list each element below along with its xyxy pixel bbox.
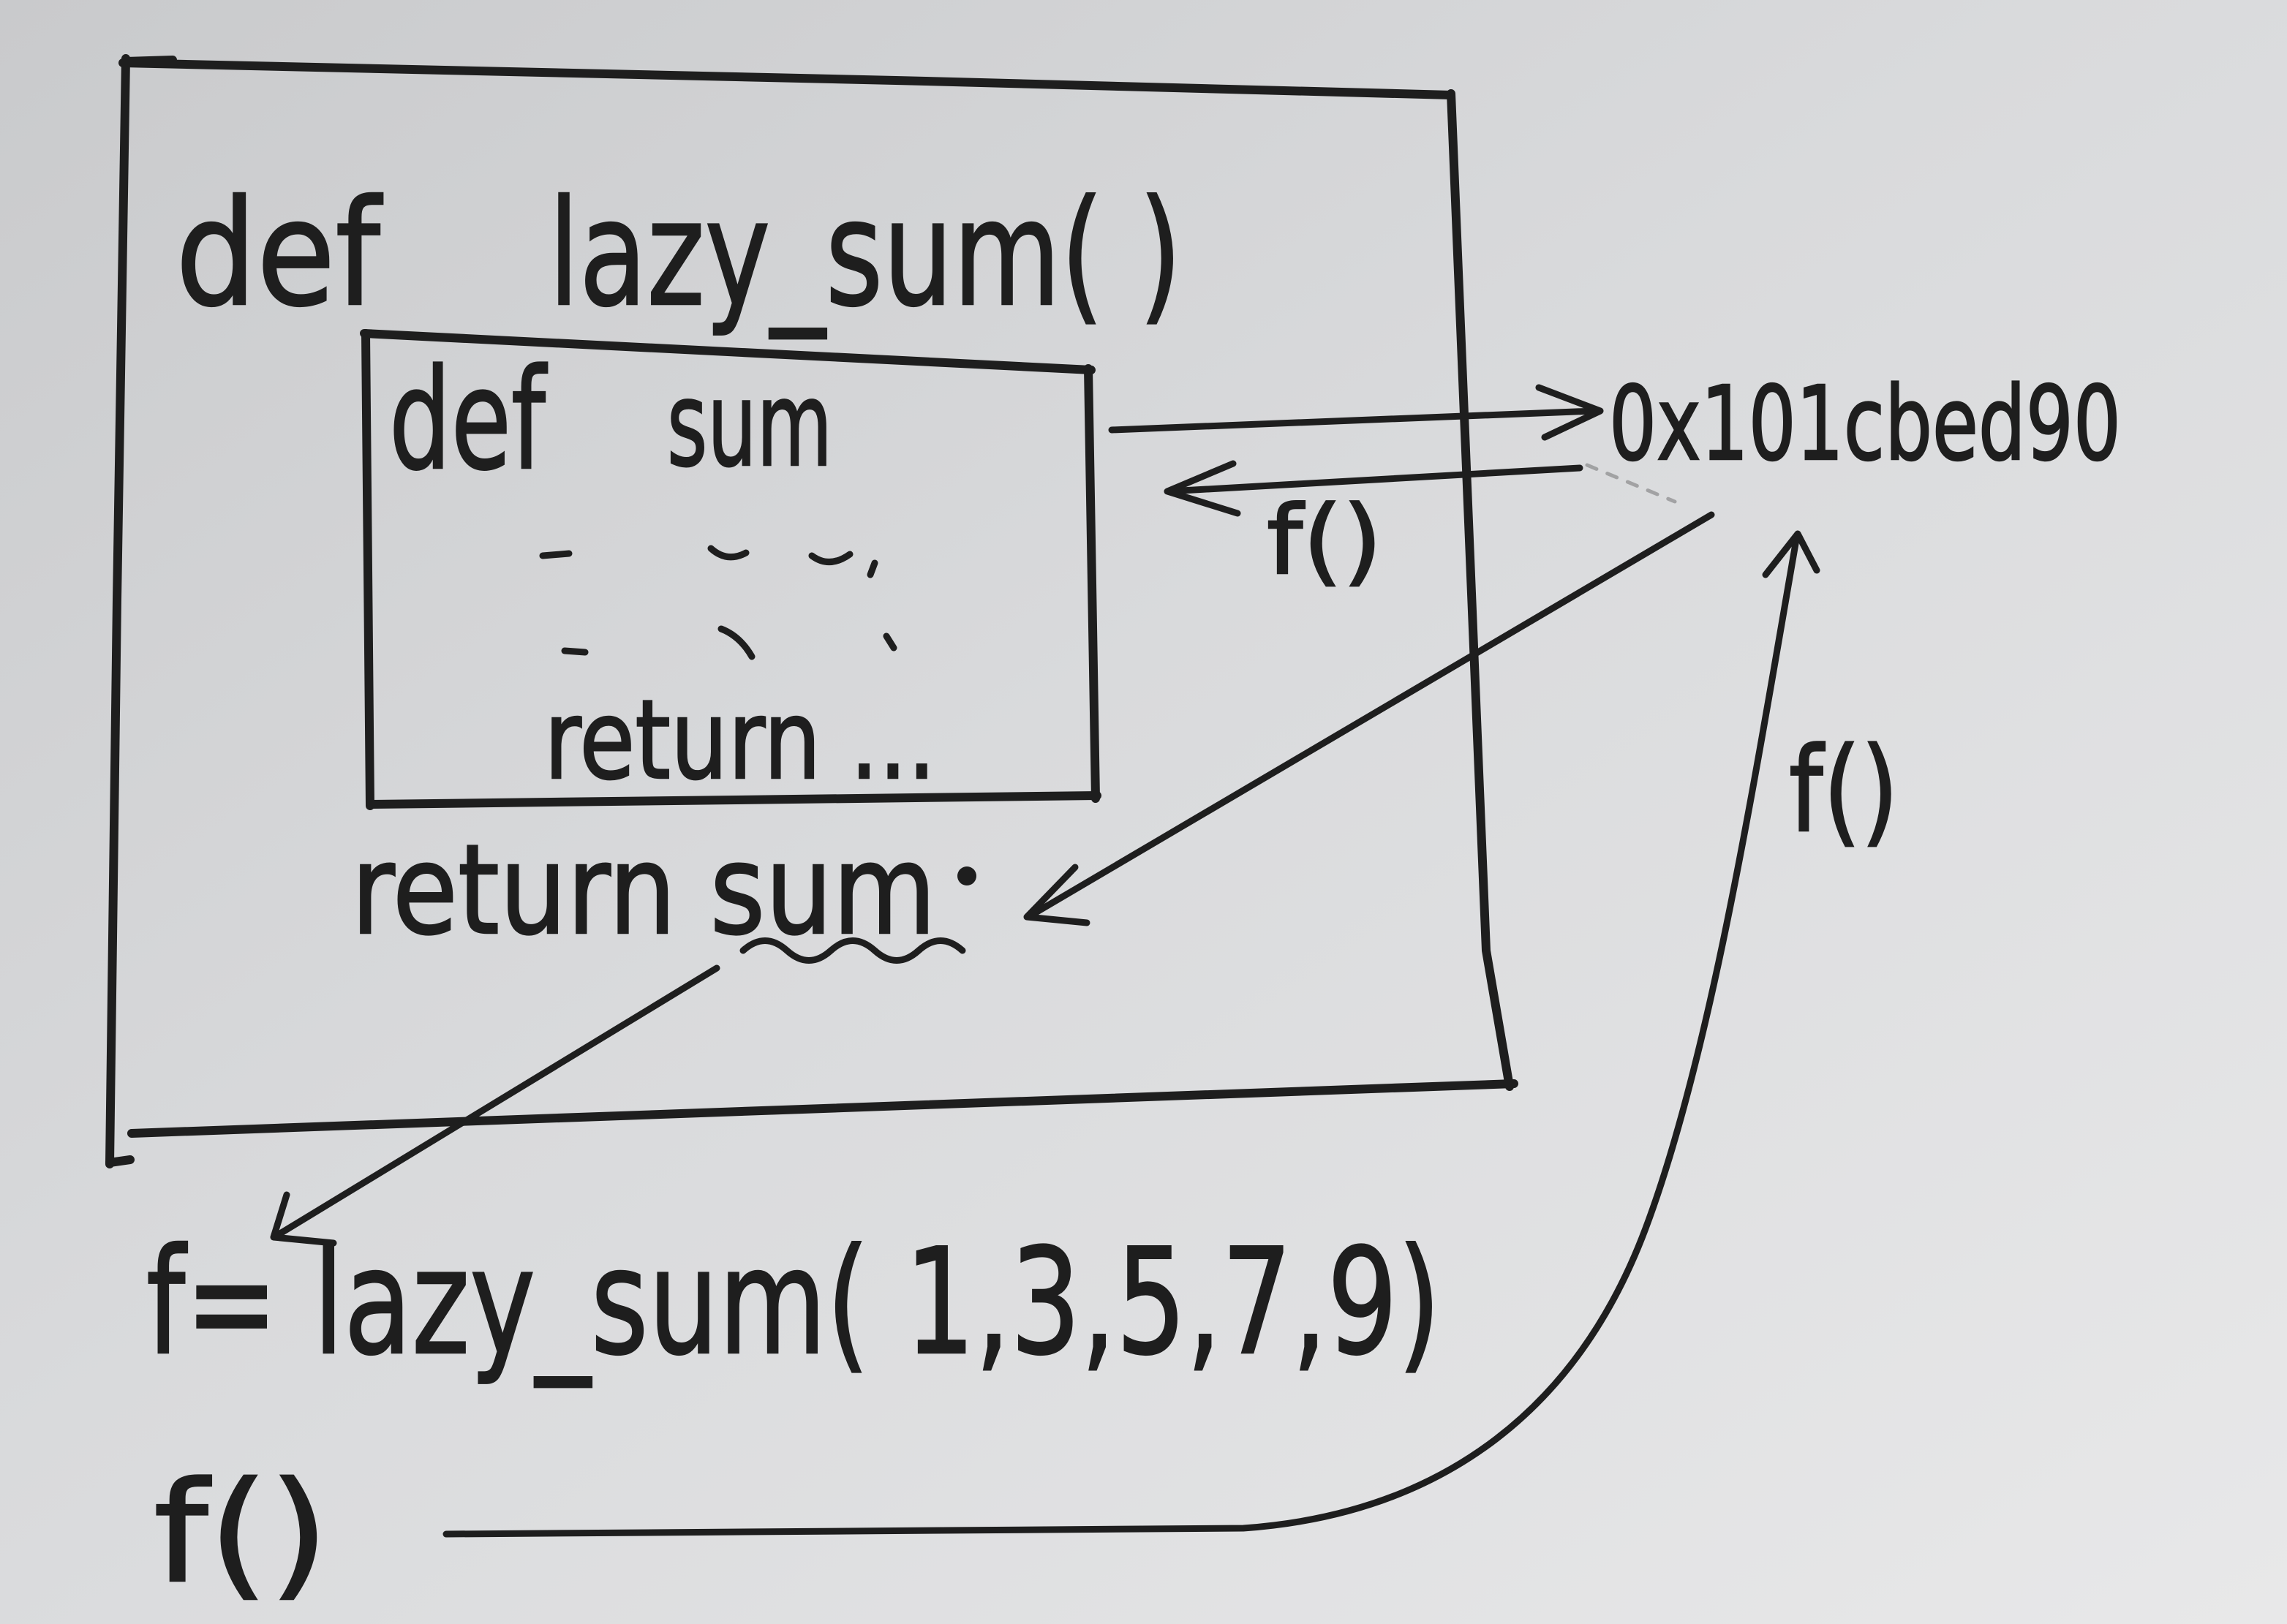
outer-box-corner-mark [105,1155,135,1167]
memory-address-label: 0x101cbed90 [1609,365,2121,484]
arrow-inner-function-to-address [1108,384,1604,441]
right-call-label: f() [1789,722,1899,858]
arrow-address-to-return-sum [1023,511,1715,926]
function-call-statement: f() [154,1452,329,1614]
faint-pencil-trail [1585,463,1677,504]
inner-def-keyword: def [389,339,548,501]
placeholder-tilde [808,551,854,565]
placeholder-dash [539,550,573,559]
outer-box-left-edge [105,54,130,1168]
inner-function-box: def sum return ... [360,329,1101,810]
arrow-shaft [1025,511,1715,921]
placeholder-tilde [707,545,750,561]
inner-box-top-edge [360,329,1096,374]
arrow-return-sum-to-f [270,964,720,1247]
outer-box-corner-mark [121,56,177,66]
arrow-shaft [1108,407,1598,434]
arrow-shaft [273,964,720,1239]
arrow-call-to-address [442,530,1820,1538]
wavy-underline [739,937,966,964]
inner-box-bottom-edge [367,791,1101,809]
assignment-statement: f= lazy_sum( 1,3,5,7,9) [146,1217,1441,1388]
arrow-shaft [442,536,1800,1538]
arrowhead [1164,460,1241,517]
upper-call-label: f() [1267,485,1382,596]
outer-function-name: lazy_sum( ) [549,169,1182,339]
inner-function-name: sum [667,356,832,493]
inner-box-left-edge [361,329,374,810]
arrow-address-to-inner-function [1164,460,1677,517]
placeholder-stroke [717,625,756,660]
outer-function-box: def lazy_sum( ) return sum [105,54,1518,1168]
placeholder-comma [883,632,897,652]
arrowhead [1535,384,1604,441]
outer-box-right-edge [1447,89,1514,1091]
placeholder-comma [867,559,878,578]
arrowhead [1023,864,1090,926]
outer-box-bottom-edge [127,1079,1518,1138]
code-placeholder-marks [539,545,897,660]
arrowhead [1762,530,1820,578]
outer-return-statement: return sum [351,818,936,963]
arrowhead [270,1191,337,1247]
inner-return-statement: return ... [544,677,936,804]
inner-box-right-edge [1084,364,1100,803]
arrow-shaft [1165,464,1583,495]
outer-def-keyword: def [176,169,383,339]
outer-box-top-edge [118,58,1455,99]
ink-dot [957,866,976,885]
placeholder-dash [561,647,589,656]
